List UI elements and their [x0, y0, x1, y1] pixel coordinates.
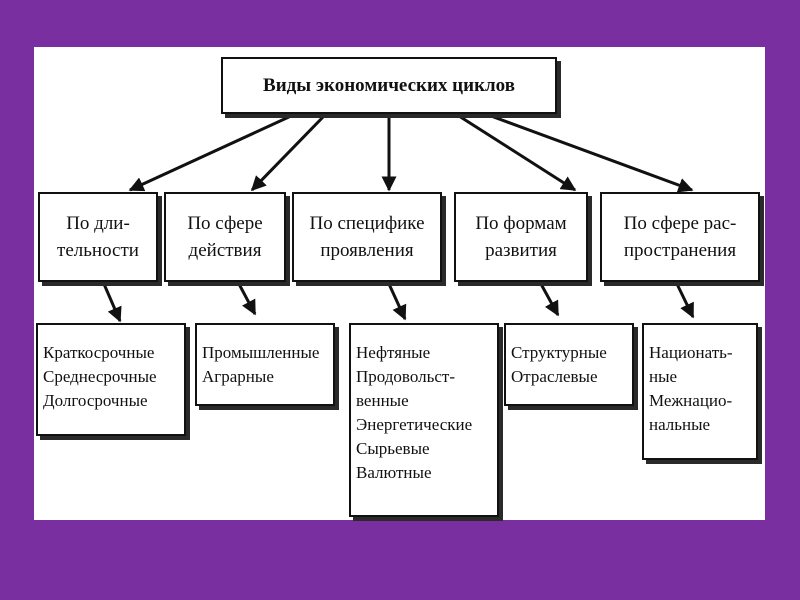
arrow-title-to-cat-2	[250, 114, 326, 192]
list-item: венные	[356, 391, 409, 410]
category-forms: По формам развития	[454, 192, 588, 282]
leaf-sphere: Промышленные Аграрные	[195, 323, 335, 406]
connector-arrows	[102, 114, 695, 323]
diagram-title: Виды экономических циклов	[263, 74, 515, 96]
category-label: По сфере действия	[187, 213, 263, 261]
list-item: ные	[649, 367, 678, 386]
category-label: По дли- тельности	[57, 213, 139, 261]
list-item: Межнацио-	[649, 391, 733, 410]
arrow-cat-4-to-leaf	[539, 283, 560, 317]
leaf-forms: Структурные Отраслевые	[504, 323, 634, 406]
category-specifics: По специфике проявления	[292, 192, 442, 282]
list-item: Энергетические	[356, 415, 473, 434]
arrow-title-to-cat-4	[458, 114, 577, 192]
list-item: нальные	[649, 415, 711, 434]
category-sphere: По сфере действия	[164, 192, 286, 282]
list-item: Аграрные	[202, 367, 274, 386]
list-item: Промышленные	[202, 343, 320, 362]
arrow-cat-1-to-leaf	[102, 283, 122, 323]
list-item: Продовольст-	[356, 367, 455, 386]
list-item: Национать-	[649, 343, 733, 362]
category-duration: По дли- тельности	[38, 192, 158, 282]
arrow-cat-2-to-leaf	[237, 283, 257, 316]
list-item: Среднесрочные	[43, 367, 157, 386]
category-label: По сфере рас- пространения	[623, 213, 737, 261]
category-spread: По сфере рас- пространения	[600, 192, 760, 282]
list-item: Отраслевые	[511, 367, 598, 386]
list-item: Долгосрочные	[43, 391, 148, 410]
list-item: Валютные	[356, 463, 432, 482]
arrow-cat-5-to-leaf	[675, 283, 695, 319]
list-item: Краткосрочные	[43, 343, 155, 362]
category-label: По формам развития	[475, 213, 567, 261]
leaf-specifics: Нефтяные Продовольст- венные Энергетичес…	[349, 323, 499, 517]
leaf-spread: Национать- ные Межнацио- нальные	[642, 323, 758, 460]
arrow-title-to-cat-1	[128, 114, 292, 192]
list-item: Структурные	[511, 343, 607, 362]
diagram-slide: Виды экономических циклов По дли- тельно…	[34, 47, 765, 520]
leaf-duration: Краткосрочные Среднесрочные Долгосрочные	[36, 323, 186, 436]
arrow-cat-3-to-leaf	[387, 283, 407, 321]
arrow-title-to-cat-5	[490, 114, 694, 193]
diagram-title-box: Виды экономических циклов	[221, 57, 557, 114]
category-label: По специфике проявления	[309, 213, 425, 261]
list-item: Сырьевые	[356, 439, 430, 458]
list-item: Нефтяные	[356, 343, 431, 362]
